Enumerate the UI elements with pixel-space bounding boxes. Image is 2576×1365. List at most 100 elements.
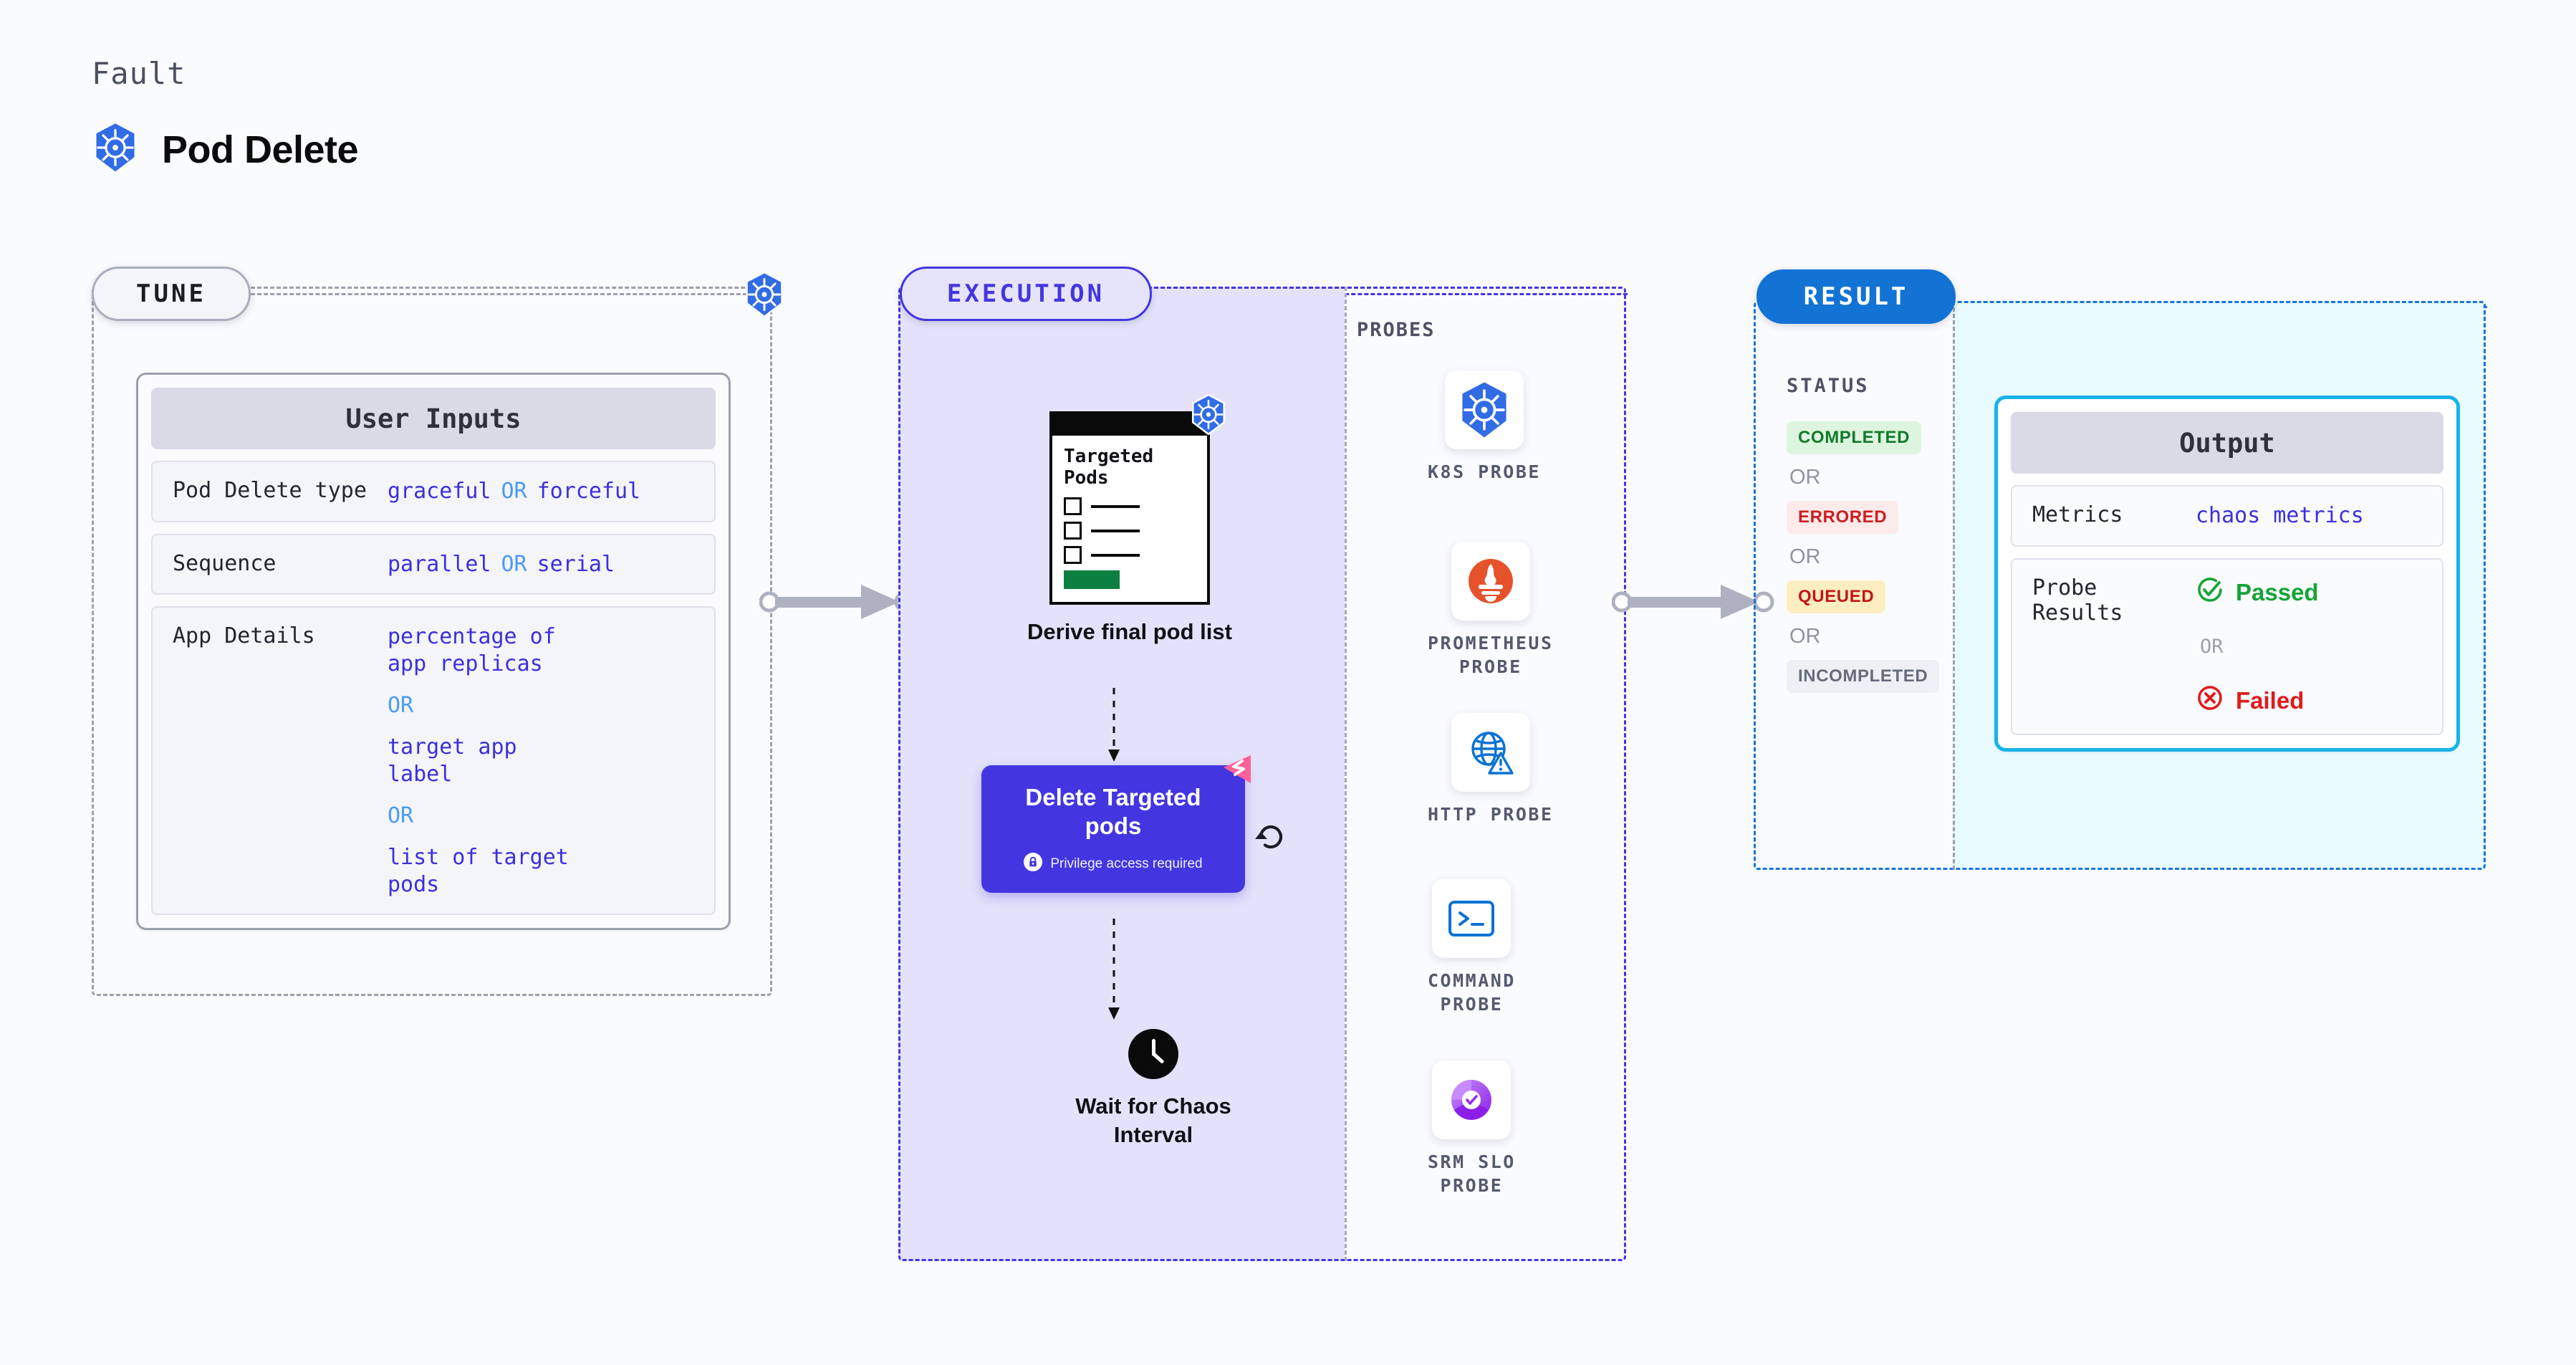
checkbox-icon — [1063, 522, 1082, 540]
privilege-note-text: Privilege access required — [1050, 856, 1203, 871]
card-titlebar — [1049, 411, 1210, 436]
user-inputs-card-title: User Inputs — [151, 388, 716, 449]
probe-label: COMMAND PROBE — [1428, 970, 1516, 1015]
execution-dashed-border — [898, 287, 1626, 1261]
node-wait-for-chaos-interval[interactable]: Wait for Chaos Interval — [1060, 1029, 1246, 1149]
prometheus-icon — [1468, 559, 1513, 603]
input-row-pod-delete-type[interactable]: Pod Delete type graceful OR forceful — [151, 461, 716, 522]
globe-warning-icon — [1471, 732, 1514, 775]
node-derive-final-pod-list[interactable]: Targeted Pods — [1027, 393, 1232, 646]
probe-result-label: Passed — [2236, 578, 2319, 605]
probe-label: PROMETHEUS PROBE — [1428, 633, 1554, 677]
privilege-note: Privilege access required — [1024, 853, 1203, 875]
input-row-key: Pod Delete type — [173, 478, 367, 503]
text-line — [1090, 504, 1140, 508]
probe-command[interactable]: COMMAND PROBE — [1428, 879, 1516, 1016]
x-circle-icon — [2196, 684, 2224, 718]
fault-eyebrow-label: Fault — [92, 56, 186, 91]
output-card: Output Metrics chaos metrics Probe Resul… — [1994, 396, 2460, 752]
checklist-item — [1063, 522, 1196, 540]
checkbox-icon — [1063, 497, 1082, 516]
probe-http[interactable]: HTTP PROBE — [1428, 713, 1554, 827]
connector-execution-to-result — [1612, 585, 1774, 619]
execution-probes-divider — [1345, 287, 1347, 1261]
output-row-key: Probe Results — [2032, 575, 2123, 626]
input-row-key: Sequence — [173, 550, 277, 576]
input-value: serial — [537, 551, 615, 577]
probe-tile — [1432, 879, 1512, 958]
input-value: graceful — [388, 479, 491, 504]
checklist-item — [1063, 497, 1196, 516]
output-row-key: Metrics — [2032, 502, 2123, 527]
kubernetes-icon — [92, 122, 139, 177]
input-value: forceful — [537, 479, 641, 504]
node-delete-targeted-pods[interactable]: Delete Targeted pods Privilege access re… — [981, 755, 1251, 893]
or-separator: OR — [501, 551, 527, 577]
input-row-values: parallel OR serial — [388, 551, 615, 578]
input-row-key: App Details — [173, 623, 315, 648]
node-title: Delete Targeted pods — [1025, 783, 1201, 839]
or-separator: OR — [388, 803, 414, 828]
lock-icon — [1024, 853, 1043, 875]
input-row-values: percentage of app replicas OR target app… — [388, 623, 581, 898]
checklist-item — [1063, 546, 1196, 565]
connector-tune-to-execution — [759, 585, 915, 619]
clock-icon — [1128, 1029, 1178, 1079]
srm-slo-icon — [1451, 1080, 1492, 1120]
probe-result-label: Failed — [2236, 686, 2305, 714]
probe-tile — [1451, 713, 1530, 792]
or-separator: OR — [2200, 635, 2224, 658]
result-inner-divider — [1953, 301, 1955, 870]
kubernetes-icon — [1190, 393, 1227, 439]
litmus-logo-icon — [1219, 752, 1261, 798]
input-row-app-details[interactable]: App Details percentage of app replicas O… — [151, 606, 716, 915]
probe-label: K8S PROBE — [1428, 461, 1541, 482]
kubernetes-icon — [1462, 382, 1506, 438]
tune-pill-label: TUNE — [92, 267, 251, 321]
result-pill-label: RESULT — [1756, 269, 1956, 324]
fault-title-row: Pod Delete — [92, 122, 359, 177]
arrow-delete-to-wait — [1108, 919, 1120, 1020]
status-badge: ERRORED — [1787, 501, 1899, 534]
input-value: parallel — [388, 551, 491, 577]
kubernetes-icon — [744, 271, 785, 321]
probe-label: SRM SLO PROBE — [1428, 1151, 1516, 1196]
checkbox-icon — [1063, 546, 1082, 565]
node-caption: Derive final pod list — [1027, 619, 1232, 645]
node-caption: Wait for Chaos Interval — [1075, 1093, 1231, 1147]
check-circle-icon — [2196, 575, 2224, 610]
text-line — [1090, 529, 1140, 532]
status-badge: QUEUED — [1787, 580, 1886, 613]
probes-section-label: PROBES — [1357, 319, 1436, 341]
tune-region — [92, 287, 772, 996]
probe-result-failed: Failed — [2196, 684, 2319, 718]
probe-label: HTTP PROBE — [1428, 804, 1554, 825]
status-section-label: STATUS — [1787, 375, 1870, 397]
loop-icon[interactable] — [1254, 818, 1288, 856]
probe-srm-slo[interactable]: SRM SLO PROBE — [1428, 1060, 1516, 1197]
page-title: Pod Delete — [162, 128, 359, 171]
input-value: target app label — [388, 734, 530, 787]
output-metrics-value: chaos metrics — [2196, 503, 2364, 528]
result-dashed-border — [1754, 301, 2486, 870]
probe-prometheus[interactable]: PROMETHEUS PROBE — [1428, 542, 1554, 679]
execution-top-dash — [1150, 293, 1628, 295]
user-inputs-card: User Inputs Pod Delete type graceful OR … — [136, 373, 731, 930]
probe-k8s[interactable]: K8S PROBE — [1428, 370, 1541, 484]
or-separator: OR — [1789, 466, 1821, 489]
or-separator: OR — [1789, 625, 1821, 648]
tune-dashed-border — [92, 287, 772, 996]
input-value: list of target pods — [388, 845, 582, 897]
execution-pill-label: EXECUTION — [900, 267, 1152, 321]
targeted-pods-card: Targeted Pods — [1049, 393, 1226, 605]
text-line — [1090, 553, 1140, 557]
output-row-metrics: Metrics chaos metrics — [2011, 485, 2443, 547]
or-separator: OR — [1789, 545, 1821, 568]
input-row-sequence[interactable]: Sequence parallel OR serial — [151, 533, 716, 595]
targeted-pods-title: Targeted Pods — [1063, 446, 1154, 489]
input-value: percentage of app replicas — [388, 624, 569, 676]
probe-result-passed: Passed — [2196, 575, 2319, 610]
input-row-values: graceful OR forceful — [388, 478, 640, 505]
arrow-derive-to-delete — [1108, 688, 1120, 762]
